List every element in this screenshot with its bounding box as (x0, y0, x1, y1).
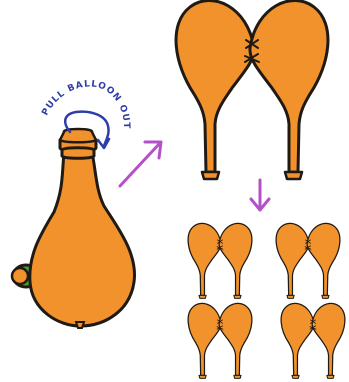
twisted-balloon-pair (176, 0, 328, 179)
diagonal-arrow-icon (120, 142, 161, 186)
down-arrow-icon (251, 180, 269, 210)
balloon-pair-top-left (188, 223, 252, 298)
balloon-pair-bottom-right (281, 303, 345, 378)
balloon-pair-top-right (276, 223, 340, 298)
inflated-balloon-with-ring (12, 129, 135, 328)
four-balloon-pairs (188, 223, 345, 378)
balloon-body (30, 152, 135, 326)
instruction-label: PULL BALLOON OUT (40, 79, 131, 129)
balloon-pair-bottom-left (188, 303, 252, 378)
